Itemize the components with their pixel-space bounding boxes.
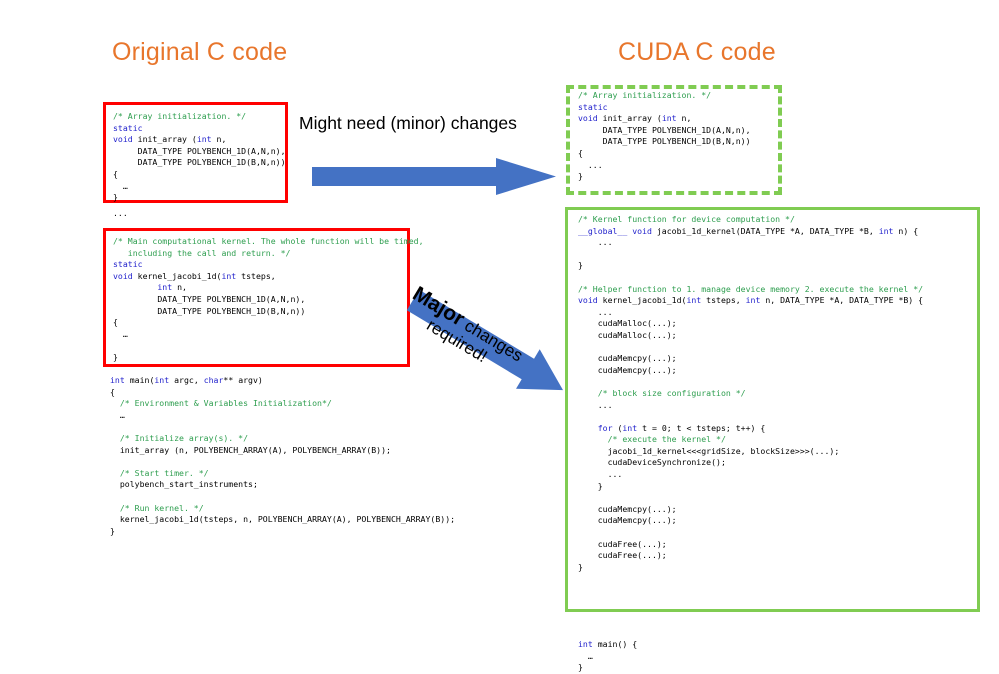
highlight-box-init-array-original — [103, 102, 288, 203]
code-block-main-cuda: int main() { … } — [578, 639, 638, 673]
code-ellipsis-separator: ... — [113, 208, 128, 218]
page-title-original-c: Original C code — [112, 38, 288, 66]
code-block-main-original: int main(int argc, char** argv) { /* Env… — [110, 375, 456, 536]
highlight-box-init-array-cuda — [566, 85, 782, 195]
code-block-init-array-original: /* Array initialization. */ static void … — [113, 111, 286, 203]
code-block-init-array-cuda: /* Array initialization. */ static void … — [578, 90, 751, 182]
arrow-label-minor-changes: Might need (minor) changes — [299, 113, 517, 133]
code-block-cuda-kernel-and-helper: /* Kernel function for device computatio… — [578, 214, 924, 572]
page-title-cuda-c: CUDA C code — [618, 38, 776, 66]
arrow-minor-changes — [312, 158, 556, 195]
highlight-box-kernel-cuda — [565, 207, 980, 612]
code-block-kernel-original: /* Main computational kernel. The whole … — [113, 236, 424, 362]
